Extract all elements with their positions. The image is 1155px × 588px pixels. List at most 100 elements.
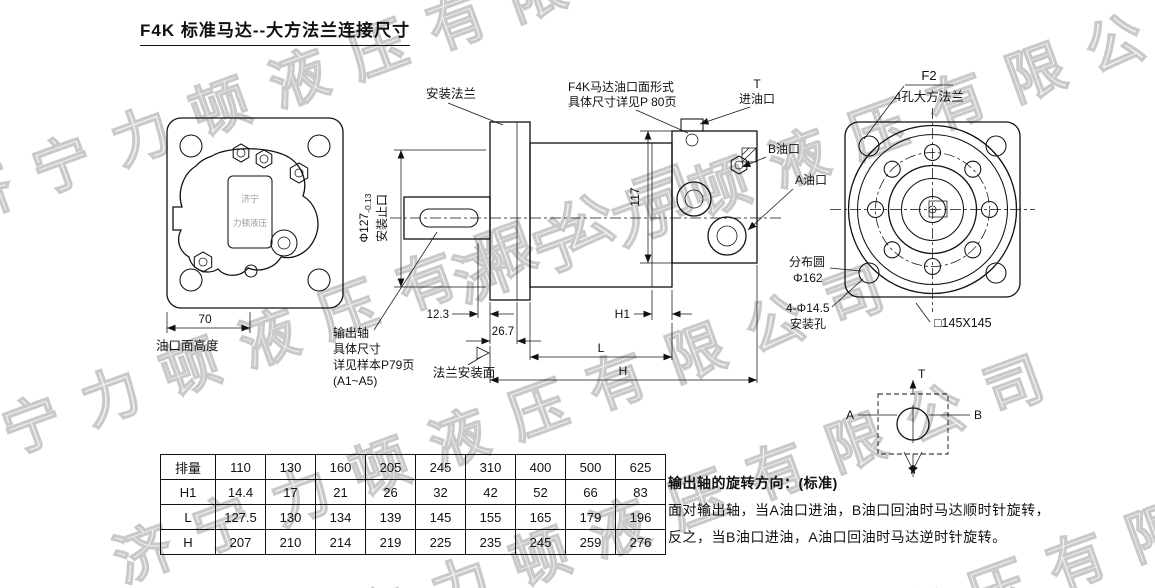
mounting-hole [858,135,880,157]
port-face-height-label: 油口面高度 [156,338,219,353]
table-cell: 145 [415,504,466,530]
table-cell: 259 [565,529,616,555]
t-port-boss [680,118,704,132]
bolt-hole [964,241,982,259]
drain-hole [244,264,258,278]
dim-l: L [598,341,605,355]
schematic-b-label: B [974,408,982,422]
page-title: F4K 标准马达--大方法兰连接尺寸 [140,16,411,46]
output-shaft-note-4: (A1~A5) [333,374,377,388]
corner-hole [179,268,203,292]
table-cell: 214 [315,529,366,555]
corner-hole [179,134,203,158]
pilot-dia-tolerance: -0.13 [363,193,373,213]
dim-h: H [619,364,628,378]
port-face-note-1: F4K马达油口面形式 [568,80,674,94]
displacement-dimension-table: 排量 110 130 160 205 245 310 400 500 625 H… [160,454,666,555]
hex-plug [193,251,213,273]
row-label: H [160,529,216,555]
table-cell: 207 [215,529,266,555]
b-port-hole [676,181,712,217]
table-row-displacement: 排量 110 130 160 205 245 310 400 500 625 [160,454,666,480]
table-cell: 225 [415,529,466,555]
table-cell: 500 [565,454,616,480]
rotation-line1: 面对输出轴，当A油口进油，B油口回油时马达顺时针旋转， [668,502,1051,518]
schematic-t-label: T [918,367,926,381]
table-cell: 160 [315,454,366,480]
row-label: H1 [160,479,216,505]
port-face-note-2: 具体尺寸详见P 80页 [568,94,676,109]
dim-26-7: 26.7 [492,326,514,338]
a-port-hole [707,216,747,256]
hex-plug [289,162,309,184]
bolt-hole [923,257,942,276]
table-cell: 210 [265,529,316,555]
mounting-hole [985,135,1007,157]
mount-holes-label: 安装孔 [790,316,826,331]
table-cell: 130 [265,504,316,530]
nameplate-text: 济宁 [241,193,259,204]
front-view: 济宁 力顿液压 70 油口面高度 [156,117,344,353]
bolt-hole [923,143,942,162]
table-cell: 219 [365,529,416,555]
hydraulic-schematic: T A B [846,367,982,477]
f2-label: F2 [921,68,936,83]
bolt-hole [964,160,982,178]
table-row-h1: H1 14.4 17 21 26 32 42 52 66 83 [160,479,666,505]
pilot-diameter-dim: Φ127-0.13 [357,193,373,242]
square-flange [844,121,1021,298]
dim-70: 70 [198,312,212,326]
table-cell: 400 [515,454,566,480]
dim-12-3: 12.3 [427,309,449,321]
table-cell: 245 [515,529,566,555]
b-port-label: B油口 [768,142,800,156]
dim-h1: H1 [615,307,631,321]
table-cell: 14.4 [215,479,266,505]
table-cell: 139 [365,504,416,530]
bolt-hole [883,241,901,259]
table-cell: 155 [465,504,516,530]
table-cell: 134 [315,504,366,530]
row-label: 排量 [160,454,216,480]
table-cell: 52 [515,479,566,505]
table-cell: 235 [465,529,516,555]
table-cell: 205 [365,454,416,480]
nameplate [227,175,273,249]
shaft-hub [918,195,947,224]
pilot-label: 安装止口 [374,194,389,242]
dist-circle-dim: Φ162 [793,271,823,285]
table-cell: 196 [615,504,666,530]
pilot-dia-value: Φ127 [357,213,371,243]
bolt-hole [980,200,999,219]
table-cell: 21 [315,479,366,505]
table-cell: 66 [565,479,616,505]
a-port-label: A油口 [795,173,827,187]
t-port-label: T [753,77,761,91]
table-cell: 26 [365,479,416,505]
dim-117: 117 [628,187,642,206]
table-cell: 179 [565,504,616,530]
table-cell: 245 [415,454,466,480]
output-shaft-note-3: 详见样本P79页 [333,357,414,372]
mounting-flange [489,121,531,301]
port-hole [270,229,298,257]
table-cell: 310 [465,454,516,480]
rotation-notes: 输出轴的旋转方向：(标准) 面对输出轴，当A油口进油，B油口回油时马达顺时针旋转… [668,470,1050,551]
mounting-hole [858,262,880,284]
housing-outline [172,148,319,276]
output-shaft-note-2: 具体尺寸 [333,342,381,356]
keyway [419,208,479,228]
datum-triangle [476,346,490,360]
table-cell: 625 [615,454,666,480]
table-cell: 83 [615,479,666,505]
hex-plug [730,155,748,175]
mounting-hole [985,262,1007,284]
table-cell: 276 [615,529,666,555]
bolt-hole [883,160,901,178]
table-cell: 17 [265,479,316,505]
mounting-flange-label: 安装法兰 [426,86,476,101]
port-block [671,130,758,264]
side-view: Φ127-0.13 安装止口 117 12.3 26.7 H1 [333,77,827,388]
